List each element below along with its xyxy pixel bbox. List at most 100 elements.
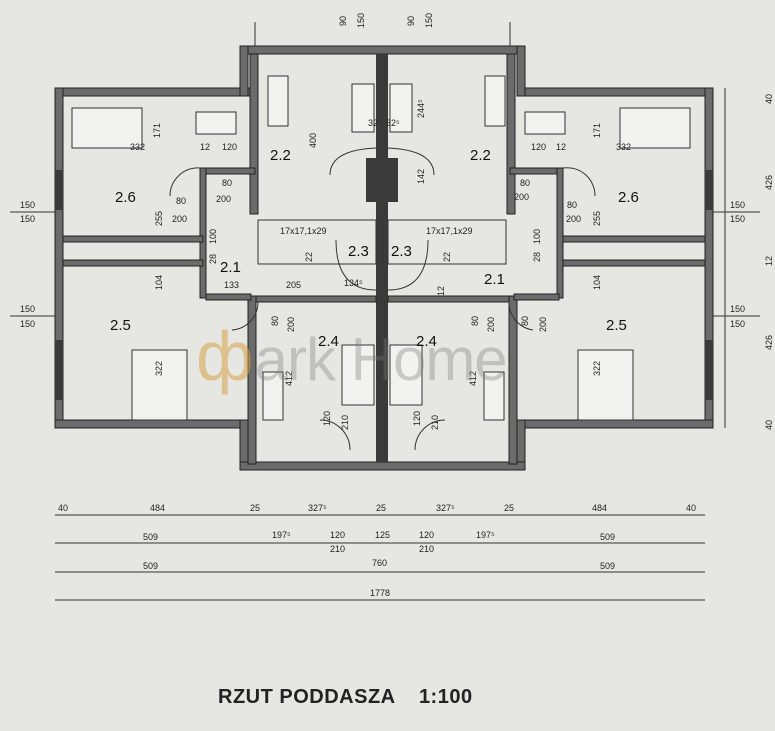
- park-home-logo-icon: ф: [196, 317, 254, 395]
- dim-171-right: 171: [592, 123, 602, 138]
- dim-210-d: 210: [430, 415, 440, 430]
- stairs-spec-left: 17x17,1x29: [280, 226, 327, 236]
- dim-322-left: 322: [154, 361, 164, 376]
- dim-104-right: 104: [592, 275, 602, 290]
- room-label-2-2-left: 2.2: [270, 147, 291, 164]
- watermark: фark Home: [196, 316, 508, 396]
- dim-210-c: 210: [340, 415, 350, 430]
- top-dimensions: 90 150 90 150: [338, 13, 434, 28]
- bottom-r2-5: 120: [419, 530, 434, 540]
- left-dim-3: 150: [20, 304, 35, 314]
- dim-332-right: 332: [616, 142, 631, 152]
- bottom-r1-9: 40: [686, 503, 696, 513]
- bottom-r1-5: 25: [376, 503, 386, 513]
- dim-120-c: 120: [322, 411, 332, 426]
- walls: [54, 45, 714, 471]
- side-dimensions: 150 150 150 150 150 150 150 150: [20, 200, 745, 329]
- dim-80-d: 80: [567, 200, 577, 210]
- room-label-2-2-right: 2.2: [470, 147, 491, 164]
- room-label-2-3-right: 2.3: [391, 243, 412, 260]
- bottom-r2-4: 125: [375, 530, 390, 540]
- room-labels: 2.2 2.2 2.6 2.6 2.1 2.1 2.3 2.3 2.5 2.5 …: [110, 147, 639, 350]
- dim-80-b: 80: [520, 178, 530, 188]
- right-dim-4: 426: [764, 335, 774, 350]
- dim-205: 205: [286, 280, 301, 290]
- bottom-r3-1: 509: [143, 561, 158, 571]
- right-dim-1: 40: [764, 94, 774, 104]
- dim-255-left: 255: [154, 211, 164, 226]
- bottom-r4-1: 1778: [370, 588, 390, 598]
- dim-133: 133: [224, 280, 239, 290]
- dim-80-g: 80: [520, 316, 530, 326]
- drawing-title: RZUT PODDASZA 1:100: [218, 686, 473, 709]
- dim-22-left: 22: [304, 252, 314, 262]
- dim-120-d: 120: [412, 411, 422, 426]
- dim-28-right: 28: [532, 252, 542, 262]
- fixtures: [71, 75, 691, 451]
- bottom-r2b-2: 210: [419, 544, 434, 554]
- dim-200-d: 200: [566, 214, 581, 224]
- dim-244-5: 244⁵: [416, 99, 426, 118]
- dim-12-right: 12: [556, 142, 566, 152]
- dim-400: 400: [308, 133, 318, 148]
- watermark-text: ark Home: [254, 326, 508, 393]
- right-dim-5: 40: [764, 420, 774, 430]
- dim-412-left: 412: [284, 371, 294, 386]
- bottom-r1-4: 327⁵: [308, 503, 327, 513]
- top-dim-2: 150: [356, 13, 366, 28]
- bottom-r1-3: 25: [250, 503, 260, 513]
- bottom-dimensions: 40 484 25 327⁵ 25 327⁵ 25 484 40 509 197…: [58, 503, 696, 598]
- dim-80-f: 80: [470, 316, 480, 326]
- dim-200-b: 200: [514, 192, 529, 202]
- top-dim-4: 150: [424, 13, 434, 28]
- bottom-r3-3: 509: [600, 561, 615, 571]
- top-dim-1: 90: [338, 16, 348, 26]
- dim-322-right: 322: [592, 361, 602, 376]
- room-label-2-4-left: 2.4: [318, 333, 339, 350]
- room-label-2-1-left: 2.1: [220, 259, 241, 276]
- title-text: RZUT PODDASZA: [218, 686, 395, 708]
- dim-142: 142: [416, 169, 426, 184]
- dim-22-right: 22: [442, 252, 452, 262]
- room-label-2-4-right: 2.4: [416, 333, 437, 350]
- right-side-dim-1: 150: [730, 200, 745, 210]
- right-side-dim-4: 150: [730, 319, 745, 329]
- bottom-r1-7: 25: [504, 503, 514, 513]
- dim-32: 32: [368, 118, 378, 128]
- dimension-lines: [10, 22, 760, 601]
- dim-200-g: 200: [538, 317, 548, 332]
- dim-200-a: 200: [216, 194, 231, 204]
- bottom-r1-1: 40: [58, 503, 68, 513]
- room-label-2-1-right: 2.1: [484, 271, 505, 288]
- right-dim-3: 12: [764, 256, 774, 266]
- dim-332-left: 332: [130, 142, 145, 152]
- dim-120-right: 120: [531, 142, 546, 152]
- left-dim-2: 150: [20, 214, 35, 224]
- bottom-r3-2: 760: [372, 558, 387, 568]
- bottom-r1-8: 484: [592, 503, 607, 513]
- dim-32-5: 32⁵: [386, 118, 400, 128]
- inner-dimensions: 171 171 332 332 12 12 120 120 400 32 32⁵…: [130, 99, 631, 430]
- left-dim-1: 150: [20, 200, 35, 210]
- room-label-2-5-right: 2.5: [606, 317, 627, 334]
- stairs-spec-right: 17x17,1x29: [426, 226, 473, 236]
- right-side-dim-2: 150: [730, 214, 745, 224]
- dim-28-left: 28: [208, 254, 218, 264]
- room-label-2-5-left: 2.5: [110, 317, 131, 334]
- dim-100-right: 100: [532, 229, 542, 244]
- scale-text: 1:100: [418, 686, 473, 708]
- dim-134-5: 134⁵: [344, 278, 363, 288]
- bottom-r2-6: 197⁵: [476, 530, 495, 540]
- dim-412-right: 412: [468, 371, 478, 386]
- room-label-2-3-left: 2.3: [348, 243, 369, 260]
- dim-100-left: 100: [208, 229, 218, 244]
- dim-12-left: 12: [200, 142, 210, 152]
- dim-12-mid: 12: [436, 286, 446, 296]
- dim-255-right: 255: [592, 211, 602, 226]
- room-label-2-6-right: 2.6: [618, 189, 639, 206]
- bottom-r2-1: 509: [143, 532, 158, 542]
- dim-104-left: 104: [154, 275, 164, 290]
- dim-200-e: 200: [286, 317, 296, 332]
- dim-200-c: 200: [172, 214, 187, 224]
